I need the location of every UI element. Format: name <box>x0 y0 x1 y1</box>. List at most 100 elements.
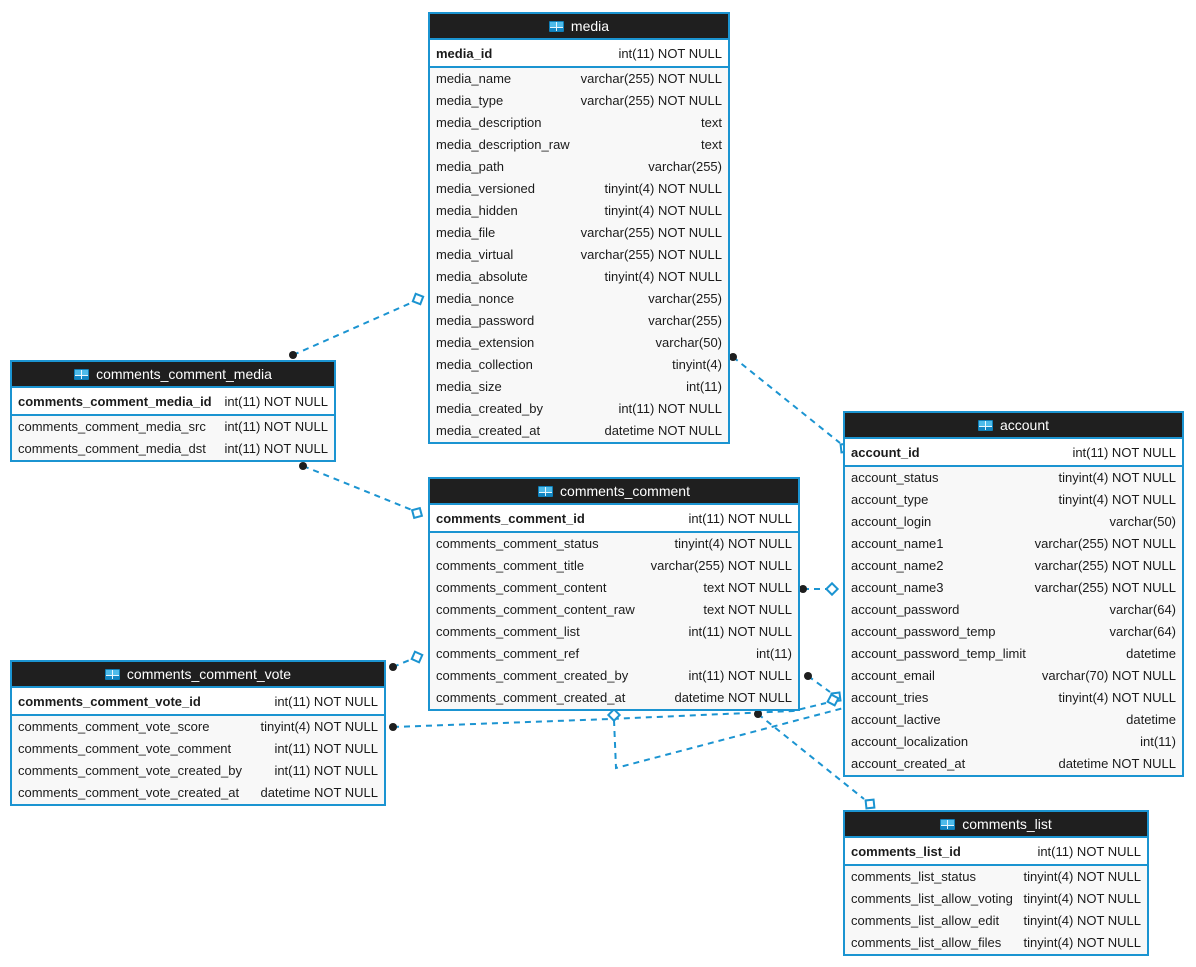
entity-table-comments-comment[interactable]: comments_comment comments_comment_id int… <box>428 477 800 711</box>
column-type: varchar(255) NOT NULL <box>580 247 722 262</box>
column-name: comments_comment_content <box>436 580 607 595</box>
column-name: media_description <box>436 115 542 130</box>
column-name: media_file <box>436 225 496 240</box>
column-type: text <box>701 137 722 152</box>
column-name: comments_comment_vote_id <box>18 693 201 709</box>
entity-table-comments-list[interactable]: comments_list comments_list_id int(11) N… <box>843 810 1149 956</box>
column-type: int(11) NOT NULL <box>688 624 792 639</box>
column-name: comments_list_allow_edit <box>851 913 1000 928</box>
column-name: comments_comment_media_dst <box>18 441 206 456</box>
column-name: account_status <box>851 470 939 485</box>
column-type: varchar(255) NOT NULL <box>1034 580 1176 595</box>
pk-row[interactable]: account_id int(11) NOT NULL <box>845 439 1182 467</box>
column-type: int(11) <box>756 646 792 661</box>
entity-table-media[interactable]: media media_id int(11) NOT NULL media_na… <box>428 12 730 444</box>
pk-row[interactable]: comments_list_id int(11) NOT NULL <box>845 838 1147 866</box>
table-header[interactable]: comments_comment_media <box>12 362 334 388</box>
pk-row[interactable]: media_id int(11) NOT NULL <box>430 40 728 68</box>
pk-row[interactable]: comments_comment_vote_id int(11) NOT NUL… <box>12 688 384 716</box>
column-type: int(11) NOT NULL <box>224 419 328 434</box>
column-name: comments_comment_created_by <box>436 668 629 683</box>
cardinality-diamond <box>830 691 842 703</box>
entity-table-comments-comment-media[interactable]: comments_comment_media comments_comment_… <box>10 360 336 462</box>
column-name: comments_comment_status <box>436 536 599 551</box>
table-icon <box>940 818 956 830</box>
cardinality-dot <box>754 710 762 718</box>
column-row[interactable]: media_description_raw text <box>430 134 728 156</box>
table-header[interactable]: comments_comment_vote <box>12 662 384 688</box>
pk-row[interactable]: comments_comment_id int(11) NOT NULL <box>430 505 798 533</box>
column-name: media_id <box>436 45 493 61</box>
relation-ccomment-account-2 <box>804 672 842 703</box>
table-header[interactable]: comments_list <box>845 812 1147 838</box>
column-name: media_description_raw <box>436 137 570 152</box>
entity-table-account[interactable]: account account_id int(11) NOT NULL acco… <box>843 411 1184 777</box>
column-name: account_tries <box>851 690 929 705</box>
pk-row[interactable]: comments_comment_media_id int(11) NOT NU… <box>12 388 334 416</box>
column-type: tinyint(4) NOT NULL <box>604 181 722 196</box>
table-icon <box>74 368 90 380</box>
column-name: comments_list_id <box>851 843 961 859</box>
column-type: varchar(64) <box>1109 602 1176 617</box>
column-type: varchar(64) <box>1109 624 1176 639</box>
table-title: comments_comment <box>560 483 690 499</box>
column-type: varchar(255) NOT NULL <box>580 71 722 86</box>
column-name: comments_comment_id <box>436 510 585 526</box>
table-header[interactable]: media <box>430 14 728 40</box>
table-header[interactable]: account <box>845 413 1182 439</box>
column-name: comments_comment_created_at <box>436 690 626 705</box>
table-header[interactable]: comments_comment <box>430 479 798 505</box>
entity-table-comments-comment-vote[interactable]: comments_comment_vote comments_comment_v… <box>10 660 386 806</box>
